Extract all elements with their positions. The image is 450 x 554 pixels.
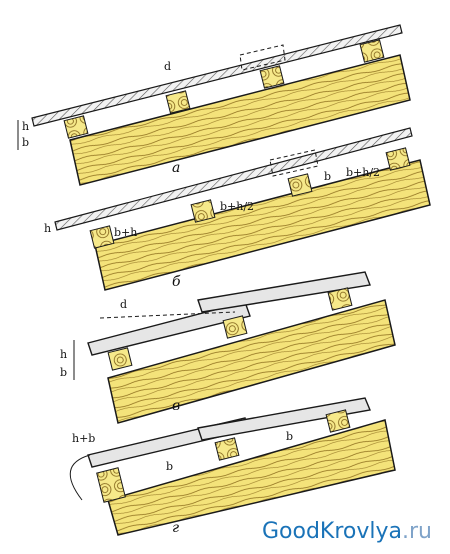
watermark-part-2: Krovlya [319,519,403,544]
label-d-v: d [120,298,127,311]
tile-g-2 [197,397,371,441]
label-h-a: h [22,120,29,133]
batten-v-2 [222,315,248,339]
watermark-part-3: .ru [402,519,432,544]
panel-a: h b d а [17,24,411,186]
panel-b: h b+h b+h/2 b b+h/2 б [44,127,431,291]
batten-g-1 [96,467,126,503]
batten-b-2 [190,199,216,223]
caption-a: а [172,160,180,176]
tile-v-2 [197,271,371,313]
batten-v-1 [107,347,133,371]
dashed-line-v [99,311,236,319]
label-bh2-b-2: b+h/2 [346,166,380,179]
rafter-a [69,54,411,186]
dashed-overlay-a [239,44,286,71]
caption-g: г [172,520,179,536]
arc-dim-g [69,454,91,501]
label-b-g-2: b [286,430,293,443]
dashed-overlay-b [269,149,319,177]
rafter-b [94,159,431,291]
batten-g-3 [325,409,351,433]
batten-a-2 [165,90,191,114]
label-h-v: h [60,348,67,361]
batten-g-2 [214,437,240,461]
label-d-a: d [164,60,171,73]
label-b-v: b [60,366,67,379]
batten-b-3 [287,173,313,197]
batten-a-3 [259,65,285,89]
label-bh2-b-1: b+h/2 [220,200,254,213]
sheathing-b [54,127,413,231]
batten-a-1 [63,115,89,139]
label-b-a: b [22,136,29,149]
panel-g: h+b b b г [69,397,396,536]
rafter-g [107,419,396,536]
caption-b: б [172,274,181,290]
label-b-b: b [324,170,331,183]
batten-b-4 [385,147,411,171]
watermark: GoodKrovlya.ru [262,519,432,544]
sheathing-a [31,24,403,127]
watermark-part-1: Good [261,519,320,544]
caption-v: в [172,398,180,414]
label-bh-b: b+h [114,226,137,239]
label-hb-g: h+b [72,432,95,445]
tile-v-1 [87,301,251,356]
rafter-v [107,299,396,424]
label-b-g-1: b [166,460,173,473]
label-h-b: h [44,222,51,235]
panel-v: d h b в [60,271,396,424]
batten-b-1 [89,225,115,249]
batten-a-4 [359,39,385,63]
batten-v-3 [327,287,353,311]
